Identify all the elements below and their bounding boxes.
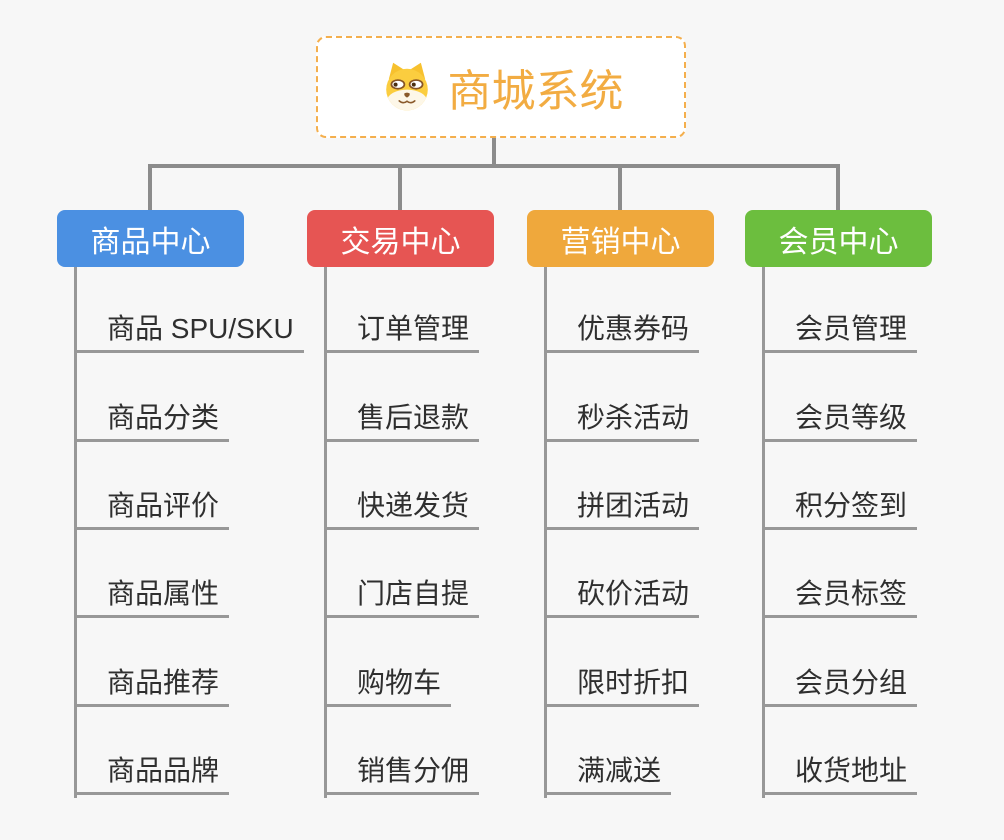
- branch-line-vertical: [544, 267, 547, 798]
- connector-horizontal: [148, 164, 840, 168]
- leaf-node[interactable]: 商品推荐: [74, 666, 230, 707]
- connector-drop-4: [836, 166, 840, 210]
- leaf-node[interactable]: 砍价活动: [544, 577, 700, 618]
- leaf-node[interactable]: 会员等级: [762, 401, 918, 442]
- leaf-node[interactable]: 拼团活动: [544, 489, 700, 530]
- leaf-node[interactable]: 门店自提: [324, 577, 480, 618]
- leaf-node[interactable]: 限时折扣: [544, 666, 700, 707]
- leaf-node[interactable]: 快递发货: [324, 489, 480, 530]
- branch-items: 会员管理 会员等级 积分签到 会员标签 会员分组 收货地址: [762, 210, 995, 820]
- leaf-node[interactable]: 购物车: [324, 666, 452, 707]
- branch-line-vertical: [762, 267, 765, 798]
- connector-drop-2: [398, 166, 402, 210]
- branch-items: 商品 SPU/SKU 商品分类 商品评价 商品属性 商品推荐 商品品牌: [74, 210, 307, 820]
- branch-node[interactable]: 营销中心: [527, 210, 714, 267]
- leaf-node[interactable]: 商品 SPU/SKU: [74, 312, 304, 353]
- connector-drop-3: [618, 166, 622, 210]
- branch: 会员中心 会员管理 会员等级 积分签到 会员标签 会员分组 收货地址: [745, 210, 995, 820]
- leaf-node[interactable]: 会员分组: [762, 666, 918, 707]
- branch-node[interactable]: 会员中心: [745, 210, 932, 267]
- branch: 营销中心 优惠券码 秒杀活动 拼团活动 砍价活动 限时折扣 满减送: [527, 210, 777, 820]
- leaf-node[interactable]: 商品品牌: [74, 754, 230, 795]
- leaf-node[interactable]: 销售分佣: [324, 754, 480, 795]
- leaf-node[interactable]: 收货地址: [762, 754, 918, 795]
- leaf-node[interactable]: 会员管理: [762, 312, 918, 353]
- branch-items: 订单管理 售后退款 快递发货 门店自提 购物车 销售分佣: [324, 210, 557, 820]
- root-title: 商城系统: [447, 67, 624, 116]
- connector-drop-1: [148, 166, 152, 210]
- leaf-node[interactable]: 满减送: [544, 754, 672, 795]
- connector-root-stem: [492, 138, 496, 166]
- branch-items: 优惠券码 秒杀活动 拼团活动 砍价活动 限时折扣 满减送: [544, 210, 777, 820]
- leaf-node[interactable]: 积分签到: [762, 489, 918, 530]
- dog-face-icon: [385, 62, 428, 111]
- branch: 商品中心 商品 SPU/SKU 商品分类 商品评价 商品属性 商品推荐 商品品牌: [57, 210, 307, 820]
- branch-line-vertical: [74, 267, 77, 798]
- root-node[interactable]: 商城系统: [316, 36, 686, 138]
- leaf-node[interactable]: 商品评价: [74, 489, 230, 530]
- leaf-node[interactable]: 售后退款: [324, 401, 480, 442]
- leaf-node[interactable]: 秒杀活动: [544, 401, 700, 442]
- leaf-node[interactable]: 优惠券码: [544, 312, 700, 353]
- branch-node[interactable]: 交易中心: [307, 210, 494, 267]
- leaf-node[interactable]: 商品分类: [74, 401, 230, 442]
- leaf-node[interactable]: 订单管理: [324, 312, 480, 353]
- leaf-node[interactable]: 会员标签: [762, 577, 918, 618]
- branch: 交易中心 订单管理 售后退款 快递发货 门店自提 购物车 销售分佣: [307, 210, 557, 820]
- branch-node[interactable]: 商品中心: [57, 210, 244, 267]
- branch-line-vertical: [324, 267, 327, 798]
- leaf-node[interactable]: 商品属性: [74, 577, 230, 618]
